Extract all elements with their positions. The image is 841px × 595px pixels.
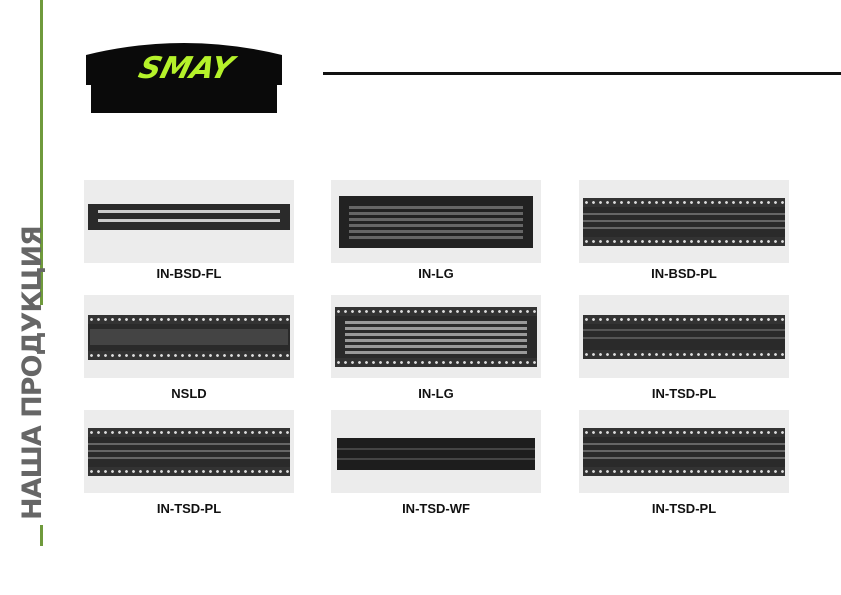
smay-logo: SMAY xyxy=(86,43,282,113)
product-image-6 xyxy=(579,295,789,378)
grille-illustration xyxy=(88,428,290,476)
grille-illustration xyxy=(337,438,535,470)
product-label: IN-TSD-PL xyxy=(651,501,717,516)
product-label: IN-TSD-WF xyxy=(402,501,470,516)
product-label: IN-LG xyxy=(418,386,454,401)
product-image-8 xyxy=(331,410,541,493)
product-image-3 xyxy=(579,180,789,263)
header-rule xyxy=(323,72,841,75)
grille-illustration xyxy=(583,198,785,246)
grille-illustration xyxy=(335,307,537,367)
product-label: NSLD xyxy=(171,386,207,401)
product-image-7 xyxy=(84,410,294,493)
grille-illustration xyxy=(88,204,290,230)
grille-illustration xyxy=(583,315,785,359)
product-label: IN-BSD-PL xyxy=(651,266,717,281)
section-title: НАША ПРОДУКЦИЯ xyxy=(17,226,48,520)
product-image-1 xyxy=(84,180,294,263)
product-label: IN-LG xyxy=(418,266,454,281)
grille-illustration xyxy=(339,196,533,248)
grille-illustration xyxy=(583,428,785,476)
product-image-4 xyxy=(84,295,294,378)
product-image-2 xyxy=(331,180,541,263)
product-label: IN-TSD-PL xyxy=(156,501,222,516)
grille-illustration xyxy=(88,315,290,360)
svg-text:SMAY: SMAY xyxy=(135,51,240,85)
product-label: IN-TSD-PL xyxy=(651,386,717,401)
product-image-5 xyxy=(331,295,541,378)
accent-line-top xyxy=(40,0,43,305)
accent-line-bottom xyxy=(40,525,43,546)
product-image-9 xyxy=(579,410,789,493)
product-label: IN-BSD-FL xyxy=(156,266,222,281)
